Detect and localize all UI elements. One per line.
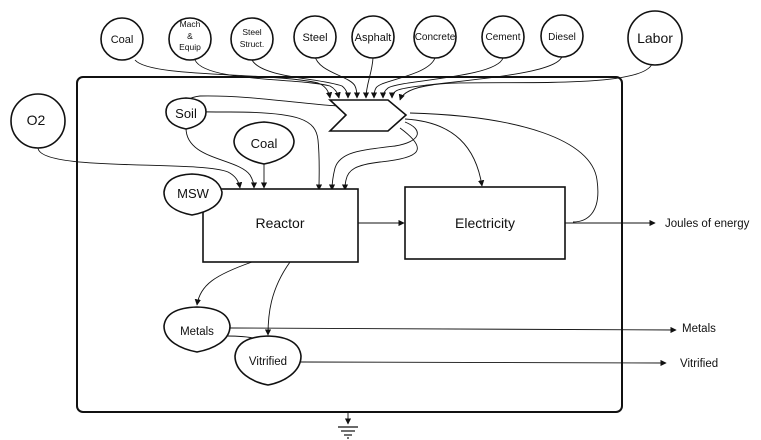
svg-text:Cement: Cement	[485, 32, 520, 43]
source-coal: Coal	[100, 17, 144, 61]
reactor-box: Reactor	[202, 188, 359, 263]
storage-vitrified: Vitrified	[234, 335, 302, 386]
flow-inputs-to-electricity	[404, 118, 485, 187]
storage-metals: Metals	[163, 306, 231, 353]
output-vitrified-label: Vitrified	[680, 358, 718, 370]
svg-text:&: &	[187, 31, 193, 41]
source-concrete: Concrete	[413, 15, 457, 59]
output-energy-label: Joules of energy	[665, 218, 750, 230]
source-cement: Cement	[481, 15, 525, 59]
svg-text:Mach: Mach	[180, 19, 201, 29]
heat-sink-icon	[338, 426, 358, 439]
flow-coal-source	[134, 59, 333, 99]
flow-o2	[37, 147, 243, 189]
svg-text:Vitrified: Vitrified	[249, 356, 287, 368]
flow-inputs-to-reactor-b	[328, 121, 418, 191]
flow-labor	[398, 63, 653, 101]
svg-text:Struct.: Struct.	[240, 39, 265, 49]
svg-text:Steel: Steel	[242, 27, 261, 37]
flow-mach-equip	[194, 59, 341, 99]
source-mach-equip: Mach & Equip	[168, 17, 212, 61]
source-steel-struct: Steel Struct.	[230, 17, 274, 61]
flow-reactor-to-metals	[194, 261, 253, 306]
svg-text:Soil: Soil	[175, 106, 197, 121]
svg-text:Reactor: Reactor	[255, 215, 304, 231]
storage-msw: MSW	[163, 173, 223, 216]
source-labor: Labor	[627, 10, 683, 66]
storage-soil: Soil	[165, 97, 207, 130]
flow-asphalt	[362, 57, 374, 99]
flow-cement	[379, 57, 504, 99]
flow-metals-out	[229, 326, 677, 334]
svg-text:Concrete: Concrete	[415, 32, 456, 43]
flow-labor-loop	[409, 112, 599, 223]
source-steel: Steel	[293, 15, 337, 59]
flow-steel	[314, 55, 361, 99]
flow-diesel	[388, 55, 563, 99]
flow-concrete	[370, 57, 436, 99]
svg-text:O2: O2	[27, 112, 46, 128]
output-metals-label: Metals	[682, 323, 716, 335]
source-asphalt: Asphalt	[351, 15, 395, 59]
source-diesel: Diesel	[540, 14, 584, 58]
svg-text:Coal: Coal	[111, 34, 134, 46]
flow-inputs-to-reactor-c	[341, 127, 418, 191]
svg-text:Asphalt: Asphalt	[355, 32, 392, 44]
svg-text:Labor: Labor	[637, 30, 673, 46]
flow-steel-struct	[251, 59, 352, 99]
flow-reactor-to-vitrified	[264, 261, 291, 336]
storage-coal: Coal	[233, 121, 295, 165]
source-o2: O2	[10, 93, 66, 149]
flow-soil	[185, 127, 258, 189]
flow-lines	[37, 55, 677, 425]
svg-text:Equip: Equip	[179, 42, 201, 52]
interaction-symbol	[327, 99, 408, 132]
svg-text:Coal: Coal	[251, 136, 278, 151]
svg-text:MSW: MSW	[177, 186, 210, 201]
svg-text:Diesel: Diesel	[548, 32, 576, 43]
svg-text:Electricity: Electricity	[455, 215, 515, 231]
system-boundary	[76, 76, 623, 413]
svg-text:Steel: Steel	[302, 32, 327, 44]
svg-text:Metals: Metals	[180, 326, 214, 338]
flow-vitrified-out	[299, 359, 667, 367]
electricity-box: Electricity	[404, 186, 566, 260]
